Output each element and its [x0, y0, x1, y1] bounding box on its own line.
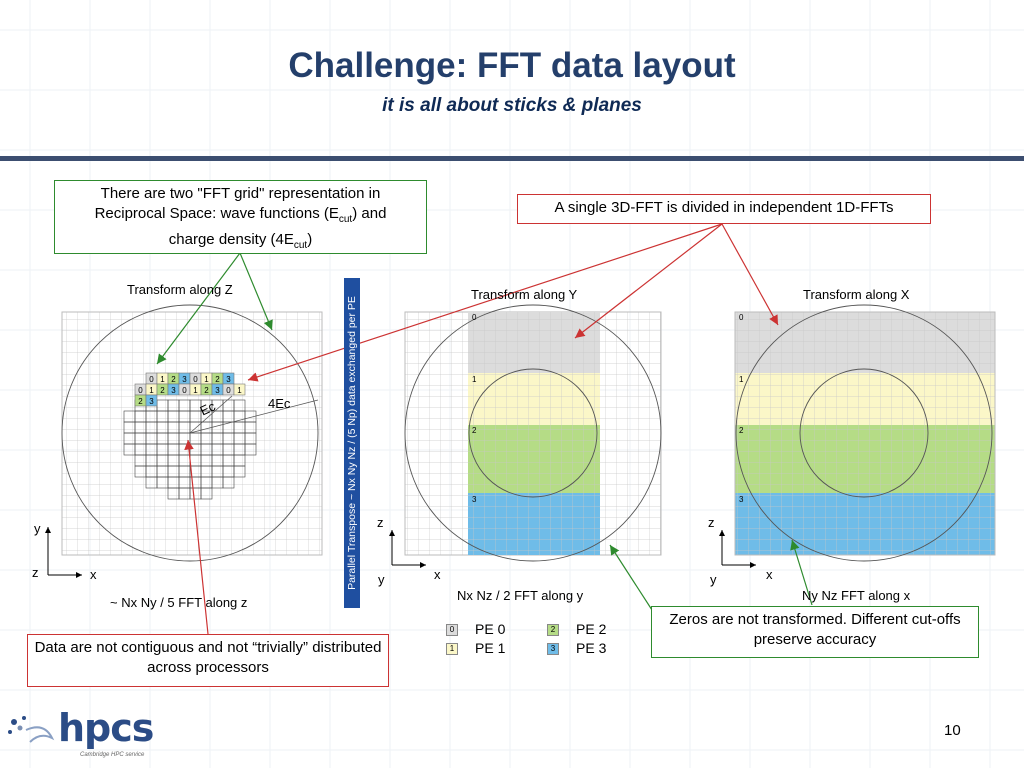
callout-zeros: Zeros are not transformed. Different cut… [651, 606, 979, 658]
panel-y-caption: Nx Nz / 2 FFT along y [457, 588, 584, 603]
band-label-x-0: 0 [739, 313, 744, 322]
stick-cell-label: 1 [204, 375, 209, 384]
legend-swatch-pe0: 0 [446, 624, 458, 636]
stick-cell-label: 1 [237, 386, 242, 395]
legend-swatch-pe1: 1 [446, 643, 458, 655]
stick-cell-label: 2 [171, 375, 176, 384]
band-label-y-1: 1 [472, 375, 477, 384]
legend-label-pe3: PE 3 [576, 640, 607, 656]
panel-y-title: Transform along Y [471, 287, 578, 302]
band-label-y-2: 2 [472, 426, 477, 435]
panel-z-title: Transform along Z [127, 282, 233, 297]
stick-cell-label: 3 [149, 397, 154, 406]
hpcs-logo-text: hpcs [58, 706, 154, 750]
band-label-y-3: 3 [472, 495, 477, 504]
slide-title: Challenge: FFT data layout [288, 46, 736, 85]
slide-subtitle: it is all about sticks & planes [382, 95, 642, 116]
y-panel-axis-right: x [434, 567, 441, 582]
y-panel-axis-origin: y [378, 572, 385, 587]
fourec-label: 4Ec [268, 396, 291, 411]
stick-cell [233, 383, 246, 396]
stick-cell-label: 2 [204, 386, 209, 395]
stick-cell-label: 1 [149, 386, 154, 395]
axes-x-panel [719, 530, 756, 568]
parallel-transpose-bar: Parallel Transpose ~ Nx Ny Nz / (5 Np) d… [344, 278, 360, 608]
callout-fft-grid-line3: charge density (4Ecut) [168, 231, 313, 251]
x-panel-axis-origin: y [710, 572, 717, 587]
grid-cell [222, 476, 235, 489]
legend-label-pe1: PE 1 [475, 640, 506, 656]
legend-label-pe0: PE 0 [475, 621, 506, 637]
legend-swatch-pe3: 3 [547, 643, 559, 655]
parallel-transpose-label: Parallel Transpose ~ Nx Ny Nz / (5 Np) d… [346, 296, 358, 590]
callout-single-fft: A single 3D-FFT is divided in independen… [517, 194, 931, 224]
stick-cell-label: 0 [149, 375, 154, 384]
z-panel-axis-up: y [34, 521, 41, 536]
panel-y [404, 304, 662, 562]
z-panel-axis-origin: z [32, 565, 39, 580]
stick-cell-label: 1 [193, 386, 198, 395]
grid-cell [200, 487, 213, 500]
stick-cell-label: 2 [138, 397, 143, 406]
inner-sphere-grid [123, 399, 257, 500]
x-panel-axis-right: x [766, 567, 773, 582]
stick-cell-label: 3 [171, 386, 176, 395]
band-label-x-1: 1 [739, 375, 744, 384]
page-number: 10 [944, 722, 961, 739]
stick-cell-label: 3 [226, 375, 231, 384]
callout-fft-grid: There are two "FFT grid" representation … [54, 180, 427, 254]
stick-cell-label: 3 [182, 375, 187, 384]
legend-label-pe2: PE 2 [576, 621, 607, 637]
stick-cell-label: 0 [138, 386, 143, 395]
panel-x-title: Transform along X [803, 287, 910, 302]
z-panel-axis-right: x [90, 567, 97, 582]
band-label-y-0: 0 [472, 313, 477, 322]
x-panel-axis-up: z [708, 515, 715, 530]
panel-z-caption: ~ Nx Ny / 5 FFT along z [110, 595, 248, 610]
axes-z-panel [45, 527, 82, 578]
panel-x [734, 304, 996, 562]
stick-cell-label: 0 [182, 386, 187, 395]
stick-cell-label: 0 [226, 386, 231, 395]
stick-cell-label: 3 [215, 386, 220, 395]
grid-cell [233, 465, 246, 478]
legend-swatch-pe2: 2 [547, 624, 559, 636]
title-divider [0, 156, 1024, 161]
axes-y-panel [389, 530, 426, 568]
stick-cell [145, 394, 158, 407]
stick-cell-label: 1 [160, 375, 165, 384]
band-label-x-3: 3 [739, 495, 744, 504]
band-label-x-2: 2 [739, 426, 744, 435]
panel-x-caption: Ny Nz FFT along x [802, 588, 911, 603]
connector-arrows [156, 223, 813, 635]
stick-cell-label: 2 [160, 386, 165, 395]
stick-cell-label: 0 [193, 375, 198, 384]
grid-cell [244, 443, 257, 456]
y-panel-axis-up: z [377, 515, 384, 530]
callout-fft-grid-line1: There are two "FFT grid" representation … [100, 185, 381, 202]
stick-cell-label: 2 [215, 375, 220, 384]
hpcs-logo-icon [8, 716, 55, 743]
callout-contiguous: Data are not contiguous and not “trivial… [27, 634, 389, 687]
callout-fft-grid-line2: Reciprocal Space: wave functions (Ecut) … [94, 205, 387, 225]
hpcs-logo-tagline: Cambridge HPC service [80, 752, 145, 758]
